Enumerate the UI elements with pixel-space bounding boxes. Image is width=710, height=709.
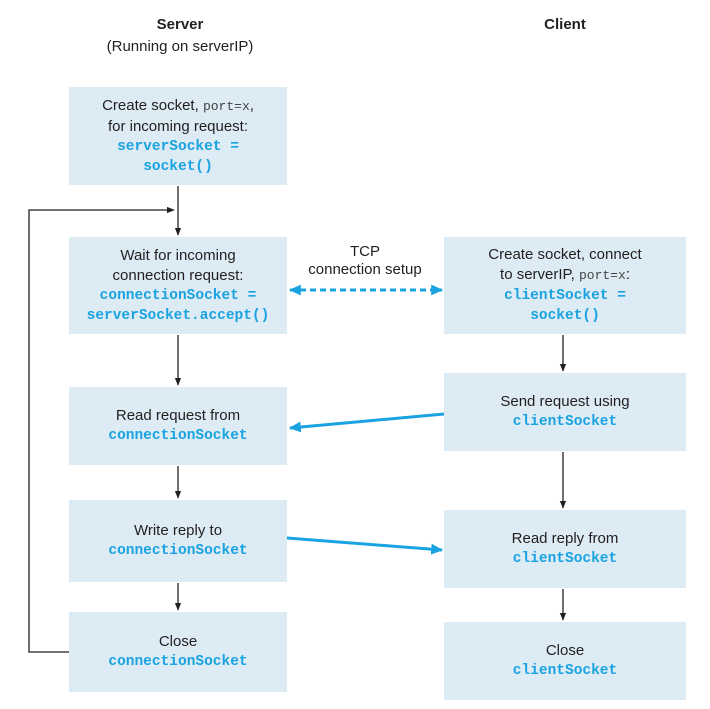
server-wait-line1: Wait for incoming bbox=[120, 246, 236, 264]
client-read-box: Read reply from clientSocket bbox=[444, 510, 686, 588]
client-send-code1: clientSocket bbox=[512, 414, 618, 430]
server-read-box: Read request from connectionSocket bbox=[69, 387, 287, 465]
server-close-box: Close connectionSocket bbox=[69, 612, 287, 692]
server-read-line1: Read request from bbox=[115, 407, 241, 424]
server-wait-box: Wait for incoming connection request: co… bbox=[69, 237, 287, 334]
server-write-box: Write reply to connectionSocket bbox=[69, 500, 287, 582]
server-wait-code2: serverSocket.accept() bbox=[86, 307, 270, 324]
arrow-reply bbox=[286, 536, 444, 555]
tcp-label-line1: TCP bbox=[350, 243, 380, 260]
server-heading: Server bbox=[156, 16, 204, 33]
client-create-line1: Create socket, connect bbox=[488, 246, 642, 263]
server-create-socket-box: Create socket, port=x, for incoming requ… bbox=[69, 87, 287, 185]
server-create-line2: for incoming request: bbox=[107, 117, 249, 135]
client-close-box: Close clientSocket bbox=[444, 622, 686, 700]
client-close-code1: clientSocket bbox=[512, 663, 618, 679]
server-create-line1: Create socket, port=x, bbox=[102, 96, 254, 114]
client-heading: Client bbox=[544, 16, 586, 33]
client-send-line1: Send request using bbox=[500, 393, 630, 410]
server-create-code2: socket() bbox=[143, 158, 213, 175]
server-subheading: (Running on serverIP) bbox=[106, 38, 254, 55]
client-create-code1: clientSocket = bbox=[504, 288, 626, 304]
server-create-code1: serverSocket = bbox=[117, 138, 239, 155]
server-close-code1: connectionSocket bbox=[108, 654, 248, 670]
server-write-code1: connectionSocket bbox=[108, 543, 248, 559]
arrow-loop-back bbox=[28, 206, 175, 653]
server-write-line1: Write reply to bbox=[133, 522, 223, 539]
server-read-code1: connectionSocket bbox=[108, 428, 248, 444]
client-create-socket-box: Create socket, connect to serverIP, port… bbox=[444, 237, 686, 334]
arrow-request bbox=[288, 412, 445, 433]
client-close-line1: Close bbox=[545, 642, 585, 659]
server-close-line1: Close bbox=[158, 633, 198, 650]
server-wait-line2: connection request: bbox=[112, 266, 244, 284]
client-read-line1: Read reply from bbox=[511, 530, 619, 547]
client-send-box: Send request using clientSocket bbox=[444, 373, 686, 451]
tcp-connection-label: TCP connection setup bbox=[290, 243, 440, 279]
client-create-code2: socket() bbox=[530, 308, 600, 324]
tcp-label-line2: connection setup bbox=[308, 261, 422, 278]
client-read-code1: clientSocket bbox=[512, 551, 618, 567]
client-create-line2: to serverIP, port=x: bbox=[500, 266, 630, 283]
server-wait-code1: connectionSocket = bbox=[99, 287, 257, 304]
